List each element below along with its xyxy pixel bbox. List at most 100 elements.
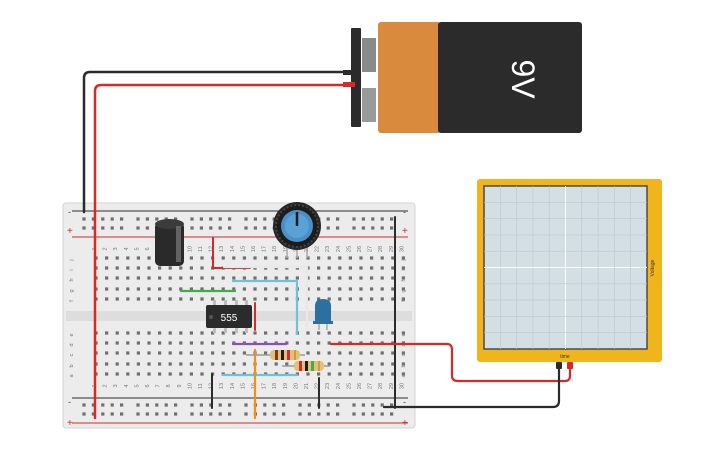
breadboard-hole[interactable] bbox=[126, 266, 130, 270]
breadboard-hole[interactable] bbox=[317, 372, 321, 376]
breadboard-hole[interactable] bbox=[391, 297, 395, 301]
breadboard-hole[interactable] bbox=[282, 403, 286, 407]
breadboard-hole[interactable] bbox=[306, 341, 310, 345]
breadboard-hole[interactable] bbox=[232, 331, 236, 335]
breadboard-hole[interactable] bbox=[105, 341, 109, 345]
breadboard-hole[interactable] bbox=[282, 412, 286, 416]
breadboard-hole[interactable] bbox=[164, 217, 168, 221]
wire-cyan[interactable] bbox=[231, 279, 299, 336]
breadboard-hole[interactable] bbox=[189, 287, 193, 291]
breadboard-hole[interactable] bbox=[306, 351, 310, 355]
breadboard-hole[interactable] bbox=[253, 331, 257, 335]
breadboard-hole[interactable] bbox=[136, 403, 140, 407]
breadboard-hole[interactable] bbox=[209, 403, 213, 407]
breadboard-hole[interactable] bbox=[380, 331, 384, 335]
breadboard-hole[interactable] bbox=[147, 276, 151, 280]
breadboard-hole[interactable] bbox=[317, 297, 321, 301]
breadboard-hole[interactable] bbox=[120, 403, 124, 407]
breadboard-hole[interactable] bbox=[370, 362, 374, 366]
breadboard-hole[interactable] bbox=[120, 217, 124, 221]
wire-battery-positive[interactable] bbox=[93, 83, 352, 420]
breadboard-hole[interactable] bbox=[179, 372, 183, 376]
breadboard-hole[interactable] bbox=[200, 287, 204, 291]
breadboard-hole[interactable] bbox=[136, 362, 140, 366]
breadboard-hole[interactable] bbox=[338, 297, 342, 301]
breadboard-hole[interactable] bbox=[158, 331, 162, 335]
breadboard-hole[interactable] bbox=[359, 266, 363, 270]
breadboard-hole[interactable] bbox=[359, 372, 363, 376]
breadboard-hole[interactable] bbox=[274, 256, 278, 260]
breadboard-hole[interactable] bbox=[371, 412, 375, 416]
breadboard-hole[interactable] bbox=[136, 276, 140, 280]
breadboard-hole[interactable] bbox=[179, 341, 183, 345]
breadboard-hole[interactable] bbox=[380, 266, 384, 270]
breadboard-hole[interactable] bbox=[370, 266, 374, 270]
breadboard-hole[interactable] bbox=[82, 403, 86, 407]
breadboard-hole[interactable] bbox=[126, 297, 130, 301]
breadboard-hole[interactable] bbox=[326, 217, 330, 221]
breadboard-hole[interactable] bbox=[327, 297, 331, 301]
breadboard-hole[interactable] bbox=[401, 297, 405, 301]
breadboard-hole[interactable] bbox=[298, 403, 302, 407]
breadboard-hole[interactable] bbox=[401, 351, 405, 355]
wire-battery-negative[interactable] bbox=[82, 70, 352, 214]
breadboard-hole[interactable] bbox=[189, 331, 193, 335]
breadboard-hole[interactable] bbox=[199, 403, 203, 407]
breadboard-hole[interactable] bbox=[218, 412, 222, 416]
breadboard-hole[interactable] bbox=[221, 287, 225, 291]
breadboard-hole[interactable] bbox=[317, 266, 321, 270]
breadboard-hole[interactable] bbox=[168, 331, 172, 335]
breadboard-hole[interactable] bbox=[147, 297, 151, 301]
breadboard-hole[interactable] bbox=[253, 217, 257, 221]
breadboard-hole[interactable] bbox=[336, 226, 340, 230]
breadboard-hole[interactable] bbox=[136, 287, 140, 291]
breadboard-hole[interactable] bbox=[274, 287, 278, 291]
breadboard-hole[interactable] bbox=[253, 226, 257, 230]
breadboard-hole[interactable] bbox=[155, 412, 159, 416]
breadboard-hole[interactable] bbox=[348, 372, 352, 376]
breadboard-hole[interactable] bbox=[199, 217, 203, 221]
breadboard-hole[interactable] bbox=[164, 403, 168, 407]
breadboard-hole[interactable] bbox=[263, 403, 267, 407]
breadboard-hole[interactable] bbox=[253, 297, 257, 301]
breadboard-hole[interactable] bbox=[348, 256, 352, 260]
resistor-2[interactable] bbox=[282, 361, 330, 371]
breadboard-hole[interactable] bbox=[244, 217, 248, 221]
breadboard-hole[interactable] bbox=[264, 287, 268, 291]
breadboard-hole[interactable] bbox=[361, 226, 365, 230]
breadboard-hole[interactable] bbox=[295, 341, 299, 345]
breadboard-hole[interactable] bbox=[91, 403, 95, 407]
breadboard-hole[interactable] bbox=[327, 331, 331, 335]
breadboard-hole[interactable] bbox=[105, 297, 109, 301]
breadboard-hole[interactable] bbox=[200, 276, 204, 280]
breadboard-hole[interactable] bbox=[298, 412, 302, 416]
breadboard-hole[interactable] bbox=[221, 351, 225, 355]
breadboard-hole[interactable] bbox=[105, 276, 109, 280]
breadboard-hole[interactable] bbox=[401, 372, 405, 376]
breadboard-hole[interactable] bbox=[126, 287, 130, 291]
breadboard-hole[interactable] bbox=[179, 362, 183, 366]
breadboard-hole[interactable] bbox=[352, 403, 356, 407]
breadboard-hole[interactable] bbox=[390, 403, 394, 407]
oscilloscope[interactable]: time Voltage bbox=[477, 179, 662, 369]
breadboard-hole[interactable] bbox=[391, 351, 395, 355]
breadboard-hole[interactable] bbox=[211, 276, 215, 280]
breadboard-hole[interactable] bbox=[158, 287, 162, 291]
breadboard-hole[interactable] bbox=[110, 403, 114, 407]
breadboard-hole[interactable] bbox=[155, 403, 159, 407]
breadboard-hole[interactable] bbox=[264, 276, 268, 280]
breadboard-hole[interactable] bbox=[244, 403, 248, 407]
breadboard-hole[interactable] bbox=[147, 287, 151, 291]
breadboard-hole[interactable] bbox=[336, 217, 340, 221]
breadboard-hole[interactable] bbox=[145, 403, 149, 407]
breadboard-hole[interactable] bbox=[352, 226, 356, 230]
breadboard-hole[interactable] bbox=[401, 276, 405, 280]
breadboard-hole[interactable] bbox=[380, 351, 384, 355]
breadboard-hole[interactable] bbox=[285, 331, 289, 335]
breadboard-hole[interactable] bbox=[370, 287, 374, 291]
breadboard-hole[interactable] bbox=[263, 412, 267, 416]
breadboard-hole[interactable] bbox=[126, 276, 130, 280]
breadboard-hole[interactable] bbox=[115, 287, 119, 291]
breadboard-hole[interactable] bbox=[158, 362, 162, 366]
breadboard-hole[interactable] bbox=[390, 226, 394, 230]
